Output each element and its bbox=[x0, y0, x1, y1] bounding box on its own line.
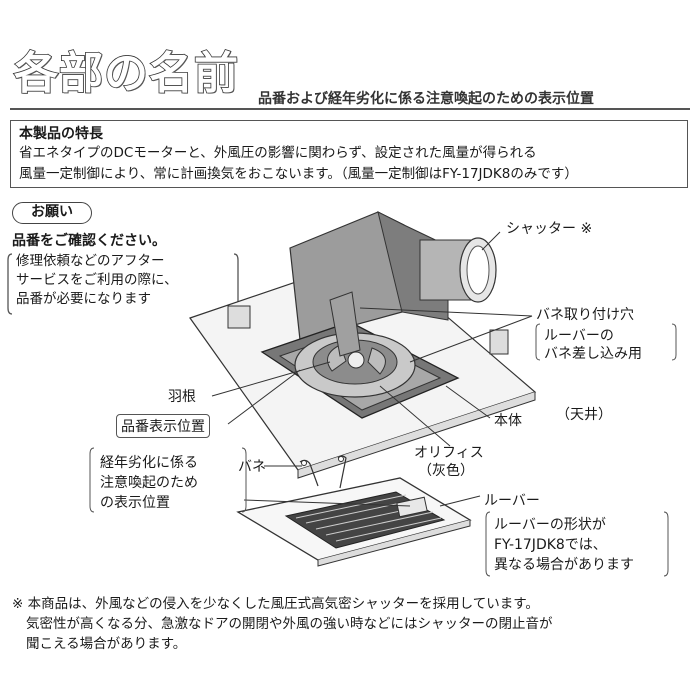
page-subtitle: 品番および経年劣化に係る注意喚起のための表示位置 bbox=[258, 91, 594, 107]
label-spring: バネ bbox=[238, 459, 266, 475]
request-line-3: 品番が必要になります bbox=[16, 291, 151, 307]
spring-note-bracket-right bbox=[671, 323, 677, 361]
features-heading: 本製品の特長 bbox=[19, 126, 103, 142]
footnote-line-2: 気密性が高くなる分、急激なドアの開閉や外風の強い時などにはシャッターの閉止音が bbox=[26, 616, 553, 632]
ceiling-panel-edge bbox=[297, 392, 536, 479]
request-heading: 品番をご確認ください。 bbox=[12, 233, 166, 249]
leader-lines bbox=[211, 231, 533, 507]
label-aging-2: 注意喚起のため bbox=[100, 475, 198, 491]
label-aging-1: 経年劣化に係る bbox=[100, 455, 198, 471]
features-box: 本製品の特長 省エネタイプのDCモーターと、外風圧の影響に関わらず、設定された風… bbox=[10, 120, 688, 188]
label-orifice: オリフィス bbox=[414, 445, 484, 461]
label-spring-hole: バネ取り付け穴 bbox=[536, 307, 634, 323]
label-louver-note-3: 異なる場合があります bbox=[494, 557, 634, 573]
title-rule bbox=[10, 108, 690, 110]
label-louver-note-2: FY-17JDK8では、 bbox=[494, 537, 607, 553]
spring-note-bracket-left bbox=[535, 323, 541, 361]
footnote-line-1: ※ 本商品は、外風などの侵入を少なくした風圧式高気密シャッターを採用しています。 bbox=[12, 596, 539, 612]
louver-note-bracket-left bbox=[485, 511, 491, 577]
aging-bracket-right bbox=[241, 447, 247, 513]
page-title: 各部の名前 bbox=[13, 48, 239, 99]
label-fan: 羽根 bbox=[168, 389, 196, 405]
label-body: 本体 bbox=[494, 413, 522, 429]
label-shutter: シャッター ※ bbox=[506, 221, 593, 237]
label-aging-3: の表示位置 bbox=[100, 495, 170, 511]
label-louver-note-1: ルーバーの形状が bbox=[494, 517, 606, 533]
request-line-2: サービスをご利用の際に、 bbox=[16, 272, 178, 288]
fan-hub bbox=[347, 351, 365, 369]
label-spring-hole-note-2: バネ差し込み用 bbox=[544, 346, 642, 362]
request-line-1: 修理依頼などのアフター bbox=[16, 253, 165, 269]
louver-note-bracket-right bbox=[663, 511, 669, 577]
spring-left bbox=[299, 459, 319, 487]
mount-tab-right bbox=[489, 329, 509, 355]
mount-tab-left bbox=[227, 305, 251, 329]
request-badge: お願い bbox=[12, 202, 92, 224]
label-spring-hole-note-1: ルーバーの bbox=[544, 328, 614, 344]
label-model-position: 品番表示位置 bbox=[116, 414, 210, 438]
shutter-inner bbox=[466, 245, 490, 295]
fan-blade-2 bbox=[367, 347, 386, 375]
louver-edge bbox=[317, 520, 471, 567]
features-line-2: 風量一定制御により、常に計画換気をおこないます。（風量一定制御はFY-17JDK… bbox=[19, 166, 578, 182]
label-orifice-color: （灰色） bbox=[418, 463, 474, 479]
request-body: 修理依頼などのアフター サービスをご利用の際に、 品番が必要になります bbox=[16, 252, 246, 309]
label-ceiling: （天井） bbox=[556, 407, 612, 423]
footnote: ※ 本商品は、外風などの侵入を少なくした風圧式高気密シャッターを採用しています。… bbox=[12, 594, 692, 654]
aging-label-patch bbox=[396, 496, 428, 518]
motor-stand bbox=[329, 291, 361, 357]
footnote-line-3: 聞こえる場合があります。 bbox=[26, 636, 187, 652]
request-bracket-left bbox=[7, 253, 13, 315]
aging-bracket-left bbox=[89, 447, 95, 513]
features-line-1: 省エネタイプのDCモーターと、外風圧の影響に関わらず、設定された風量が得られる bbox=[19, 145, 537, 161]
label-louver: ルーバー bbox=[484, 493, 540, 509]
